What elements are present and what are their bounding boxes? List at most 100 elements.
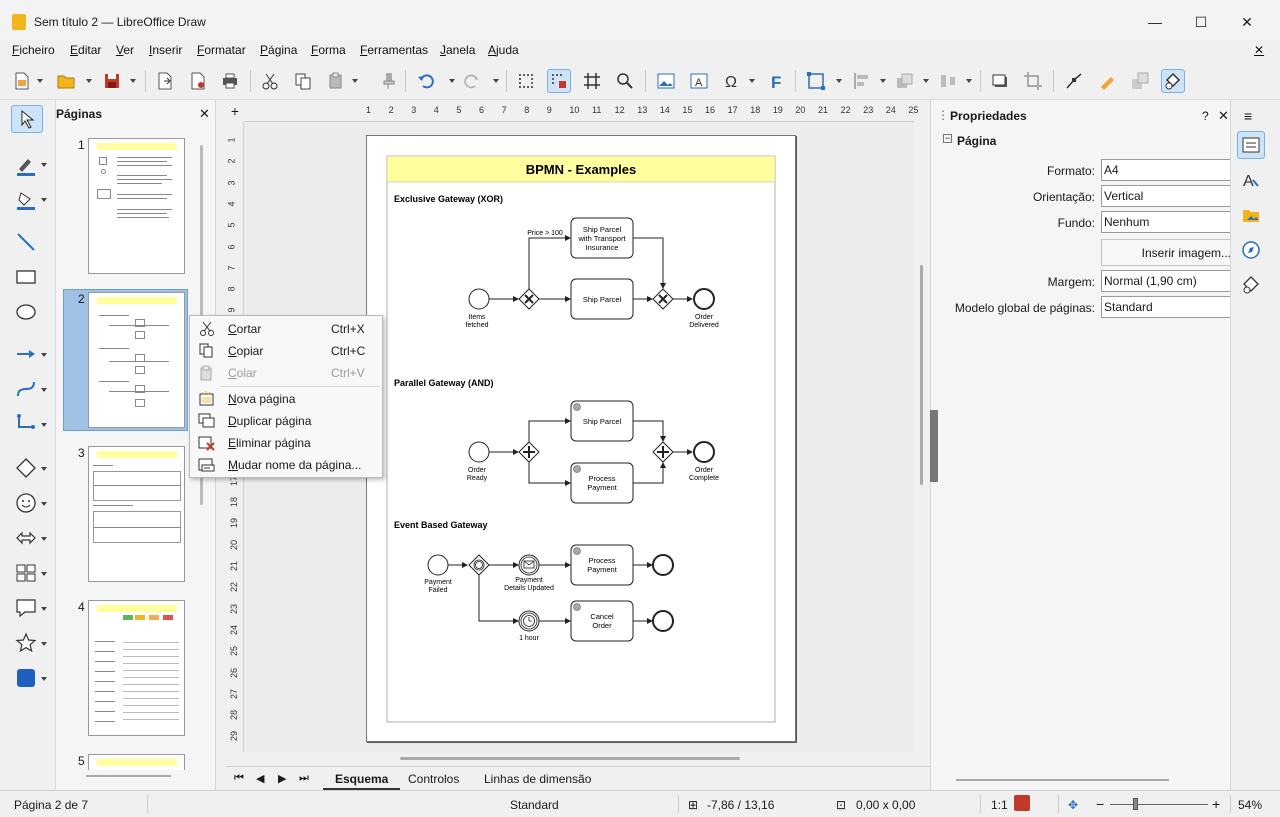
zoom-slider-handle[interactable] bbox=[1133, 798, 1138, 810]
close-pages-panel-button[interactable]: ✕ bbox=[199, 106, 210, 121]
next-tab-icon[interactable]: ▶ bbox=[278, 773, 287, 785]
first-tab-icon[interactable]: ⏮ bbox=[234, 772, 244, 784]
glue-points-icon[interactable] bbox=[1095, 69, 1119, 93]
symbol-shapes-dropdown[interactable] bbox=[41, 502, 47, 506]
menu-editar[interactable]: Editar bbox=[70, 43, 102, 57]
sidebar-collapse-handle[interactable] bbox=[930, 410, 938, 482]
gallery-deck-icon[interactable] bbox=[1237, 201, 1265, 229]
distribute-icon[interactable] bbox=[936, 69, 960, 93]
undo-icon[interactable] bbox=[414, 69, 438, 93]
basic-shapes-dropdown[interactable] bbox=[41, 467, 47, 471]
export-pdf-icon[interactable] bbox=[186, 69, 210, 93]
menu-forma[interactable]: Forma bbox=[311, 43, 346, 57]
fill-color-dropdown[interactable] bbox=[41, 198, 47, 202]
menu-ajuda[interactable]: Ajuda bbox=[488, 43, 519, 57]
show-draw-functions-icon[interactable] bbox=[1161, 69, 1185, 93]
helplines-icon[interactable] bbox=[547, 69, 571, 93]
ellipse-tool-icon[interactable] bbox=[9, 298, 43, 326]
special-character-icon[interactable]: Ω bbox=[720, 69, 744, 93]
canvas-vscrollbar[interactable] bbox=[920, 265, 923, 485]
prev-tab-icon[interactable]: ◀ bbox=[256, 773, 265, 785]
menu-pagina[interactable]: Página bbox=[260, 43, 298, 57]
maximize-button[interactable]: ☐ bbox=[1194, 13, 1208, 30]
menu-ficheiro[interactable]: Ficheiro bbox=[12, 43, 55, 57]
open-folder-icon[interactable] bbox=[54, 69, 78, 93]
flowchart-dropdown[interactable] bbox=[41, 572, 47, 576]
distribute-dropdown[interactable] bbox=[966, 79, 972, 83]
stars-dropdown[interactable] bbox=[41, 642, 47, 646]
snap-grid-icon[interactable] bbox=[580, 69, 604, 93]
tab-esquema[interactable]: Esquema bbox=[323, 772, 401, 791]
properties-hscrollbar[interactable] bbox=[956, 779, 1169, 781]
minimize-button[interactable]: — bbox=[1148, 14, 1162, 30]
align-objects-icon[interactable] bbox=[850, 69, 874, 93]
lines-dropdown[interactable] bbox=[41, 353, 47, 357]
connectors-dropdown[interactable] bbox=[41, 423, 47, 427]
print-icon[interactable] bbox=[218, 69, 242, 93]
pages-hscrollbar[interactable] bbox=[86, 775, 171, 777]
menu-inserir[interactable]: Inserir bbox=[149, 43, 183, 57]
line-tool-icon[interactable] bbox=[9, 228, 43, 256]
rectangle-tool-icon[interactable] bbox=[9, 263, 43, 291]
format-select[interactable]: A4 bbox=[1101, 159, 1236, 181]
3d-objects-dropdown[interactable] bbox=[41, 677, 47, 681]
paste-icon[interactable] bbox=[324, 69, 348, 93]
page-thumbnail-5[interactable] bbox=[88, 754, 185, 770]
properties-deck-icon[interactable] bbox=[1237, 131, 1265, 159]
paste-dropdown[interactable] bbox=[352, 79, 358, 83]
margin-select[interactable]: Normal (1,90 cm) bbox=[1101, 270, 1236, 292]
arrange-dropdown[interactable] bbox=[923, 79, 929, 83]
drawing-page[interactable]: BPMN - Examples Exclusive Gateway (XOR) … bbox=[366, 135, 796, 742]
new-document-dropdown[interactable] bbox=[37, 79, 43, 83]
menu-janela[interactable]: Janela bbox=[440, 43, 476, 57]
grid-display-icon[interactable] bbox=[514, 69, 538, 93]
page-thumbnail-3[interactable] bbox=[88, 446, 185, 582]
arrange-icon[interactable] bbox=[893, 69, 917, 93]
line-color-dropdown[interactable] bbox=[41, 163, 47, 167]
shadow-icon[interactable] bbox=[988, 69, 1012, 93]
navigator-deck-icon[interactable] bbox=[1237, 236, 1265, 264]
tab-controlos[interactable]: Controlos bbox=[408, 772, 460, 786]
background-select[interactable]: Nenhum bbox=[1101, 211, 1236, 233]
zoom-pan-icon[interactable] bbox=[613, 69, 637, 93]
tab-linhas-dimensao[interactable]: Linhas de dimensão bbox=[484, 772, 592, 786]
zoom-out-icon[interactable]: − bbox=[1096, 796, 1105, 812]
undo-dropdown[interactable] bbox=[449, 79, 455, 83]
stars-icon[interactable] bbox=[9, 629, 43, 657]
save-icon[interactable] bbox=[100, 69, 124, 93]
connector-tool-icon[interactable] bbox=[9, 410, 43, 438]
sidebar-menu-icon[interactable]: ≡ bbox=[1244, 108, 1253, 124]
close-document-button[interactable]: ✕ bbox=[1254, 43, 1265, 57]
export-icon[interactable] bbox=[153, 69, 177, 93]
context-copy[interactable]: Copiar Ctrl+C bbox=[190, 340, 382, 362]
curve-tool-icon[interactable] bbox=[9, 375, 43, 403]
insert-textbox-icon[interactable]: A bbox=[687, 69, 711, 93]
block-arrows-icon[interactable] bbox=[9, 524, 43, 552]
ruler-origin-icon[interactable]: + bbox=[226, 100, 244, 122]
transformations-icon[interactable] bbox=[804, 69, 828, 93]
page-thumbnail-2[interactable] bbox=[88, 292, 185, 428]
document-modified-icon[interactable] bbox=[1014, 795, 1030, 811]
special-character-dropdown[interactable] bbox=[749, 79, 755, 83]
callouts-icon[interactable] bbox=[9, 594, 43, 622]
clone-formatting-icon[interactable] bbox=[377, 69, 401, 93]
copy-icon[interactable] bbox=[291, 69, 315, 93]
insert-image-icon[interactable] bbox=[654, 69, 678, 93]
basic-shapes-icon[interactable] bbox=[9, 454, 43, 482]
context-cut[interactable]: Cortar Ctrl+X bbox=[190, 318, 382, 340]
symbol-shapes-icon[interactable] bbox=[9, 489, 43, 517]
context-new-page[interactable]: Nova página bbox=[190, 388, 382, 410]
master-page-select[interactable]: Standard bbox=[1101, 296, 1236, 318]
page-thumbnail-4[interactable] bbox=[88, 600, 185, 736]
menu-ver[interactable]: Ver bbox=[116, 43, 135, 57]
cut-icon[interactable] bbox=[258, 69, 282, 93]
points-icon[interactable] bbox=[1062, 69, 1086, 93]
properties-help-button[interactable]: ? bbox=[1202, 109, 1209, 123]
arrow-line-icon[interactable] bbox=[9, 340, 43, 368]
transformations-dropdown[interactable] bbox=[836, 79, 842, 83]
3d-objects-icon[interactable] bbox=[9, 664, 43, 692]
collapse-section-icon[interactable]: − bbox=[943, 133, 952, 143]
block-arrows-dropdown[interactable] bbox=[41, 537, 47, 541]
flowchart-icon[interactable] bbox=[9, 559, 43, 587]
